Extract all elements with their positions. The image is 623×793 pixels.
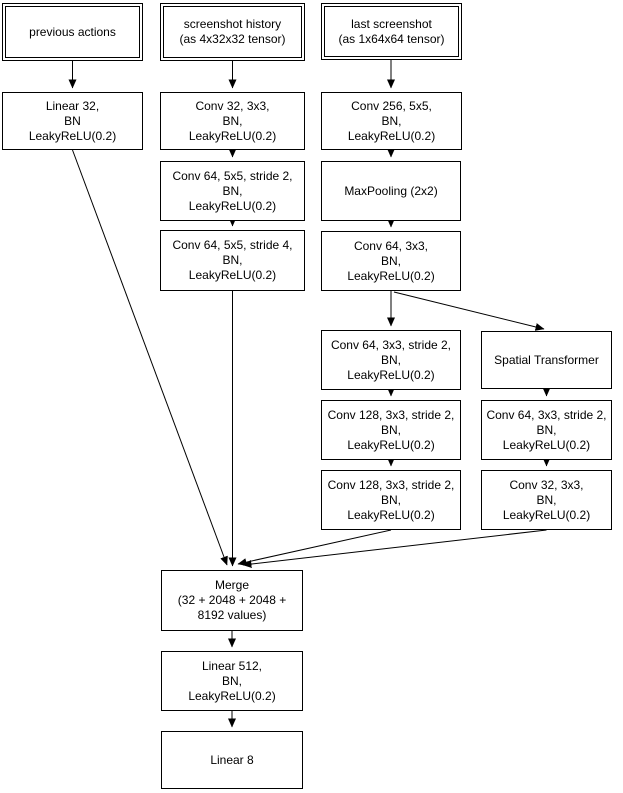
node-linear-512-label: Linear 512, BN, LeakyReLU(0.2) <box>188 658 276 703</box>
node-conv-64-3x3: Conv 64, 3x3, BN, LeakyReLU(0.2) <box>321 231 461 291</box>
node-last-screenshot-label: last screenshot (as 1x64x64 tensor) <box>338 16 445 46</box>
node-conv-32-3x3: Conv 32, 3x3, BN, LeakyReLU(0.2) <box>160 92 305 150</box>
node-maxpooling-2x2: MaxPooling (2x2) <box>321 161 461 221</box>
node-conv-32-3x3-st-label: Conv 32, 3x3, BN, LeakyReLU(0.2) <box>502 477 591 522</box>
edge-conv128-2-to-merge <box>237 529 392 567</box>
node-linear-512: Linear 512, BN, LeakyReLU(0.2) <box>161 651 303 711</box>
node-conv-64-3x3-stride2-main-label: Conv 64, 3x3, stride 2, BN, LeakyReLU(0.… <box>330 337 452 382</box>
node-spatial-transformer: Spatial Transformer <box>481 331 612 389</box>
node-screenshot-history: screenshot history (as 4x32x32 tensor) <box>160 3 305 61</box>
node-conv-256-5x5-label: Conv 256, 5x5, BN, LeakyReLU(0.2) <box>347 98 436 143</box>
node-spatial-transformer-label: Spatial Transformer <box>494 352 599 367</box>
node-conv-128-3x3-stride2-1: Conv 128, 3x3, stride 2, BN, LeakyReLU(0… <box>321 400 461 460</box>
node-linear-8-label: Linear 8 <box>210 752 254 767</box>
node-merge-label: Merge (32 + 2048 + 2048 + 8192 values) <box>177 578 287 622</box>
node-merge: Merge (32 + 2048 + 2048 + 8192 values) <box>161 570 303 631</box>
node-conv-64-3x3-stride2-main: Conv 64, 3x3, stride 2, BN, LeakyReLU(0.… <box>321 330 461 390</box>
node-screenshot-history-label: screenshot history (as 4x32x32 tensor) <box>179 17 286 46</box>
node-conv-128-3x3-stride2-2-label: Conv 128, 3x3, stride 2, BN, LeakyReLU(0… <box>327 477 455 522</box>
edge-linear32-to-merge <box>72 149 228 566</box>
edge-conv64-to-spatial-transformer <box>393 291 545 331</box>
node-conv-64-3x3-label: Conv 64, 3x3, BN, LeakyReLU(0.2) <box>347 238 435 283</box>
edge-conv32st-to-merge <box>242 529 547 568</box>
node-conv-256-5x5: Conv 256, 5x5, BN, LeakyReLU(0.2) <box>321 92 462 150</box>
node-previous-actions: previous actions <box>2 3 143 61</box>
node-maxpooling-2x2-label: MaxPooling (2x2) <box>344 183 438 198</box>
node-conv-64-5x5-stride4-label: Conv 64, 5x5, stride 4, BN, LeakyReLU(0.… <box>172 238 293 282</box>
node-conv-64-5x5-stride2-label: Conv 64, 5x5, stride 2, BN, LeakyReLU(0.… <box>172 168 293 213</box>
node-linear-8: Linear 8 <box>161 731 303 789</box>
node-conv-128-3x3-stride2-1-label: Conv 128, 3x3, stride 2, BN, LeakyReLU(0… <box>327 407 455 452</box>
node-conv-32-3x3-label: Conv 32, 3x3, BN, LeakyReLU(0.2) <box>188 98 277 143</box>
node-conv-64-5x5-stride4: Conv 64, 5x5, stride 4, BN, LeakyReLU(0.… <box>160 230 305 291</box>
node-previous-actions-label: previous actions <box>29 24 116 39</box>
node-conv-32-3x3-st: Conv 32, 3x3, BN, LeakyReLU(0.2) <box>481 470 612 530</box>
node-linear-32-label: Linear 32, BN LeakyReLU(0.2) <box>28 98 117 143</box>
node-last-screenshot: last screenshot (as 1x64x64 tensor) <box>321 3 462 60</box>
node-conv-64-3x3-stride2-st-label: Conv 64, 3x3, stride 2, BN, LeakyReLU(0.… <box>486 407 607 452</box>
node-linear-32: Linear 32, BN LeakyReLU(0.2) <box>2 92 143 150</box>
node-conv-128-3x3-stride2-2: Conv 128, 3x3, stride 2, BN, LeakyReLU(0… <box>321 470 461 530</box>
node-conv-64-3x3-stride2-st: Conv 64, 3x3, stride 2, BN, LeakyReLU(0.… <box>481 400 612 460</box>
node-conv-64-5x5-stride2: Conv 64, 5x5, stride 2, BN, LeakyReLU(0.… <box>160 161 305 221</box>
